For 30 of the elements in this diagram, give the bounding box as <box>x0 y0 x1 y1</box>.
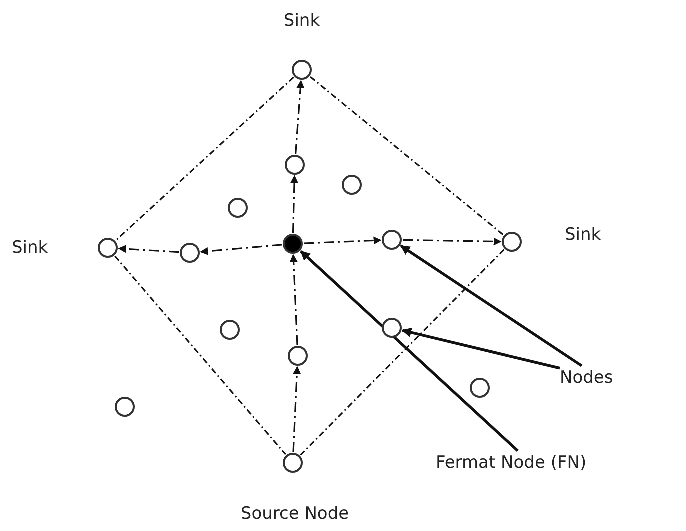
node-label: Nodes <box>560 367 614 389</box>
node-label: Sink <box>282 10 322 32</box>
dashed-arrow <box>290 175 299 234</box>
dashed-line <box>116 76 294 242</box>
leader-arrow <box>402 328 560 370</box>
node-circle <box>180 243 200 263</box>
dashed-arrow <box>304 236 382 245</box>
dashed-arrow <box>118 245 180 254</box>
node-label: Sink <box>565 224 602 246</box>
node-circle <box>228 198 248 218</box>
node-circle <box>285 155 305 175</box>
filled-node-circle <box>283 234 303 254</box>
node-circle <box>220 320 240 340</box>
node-circle <box>115 397 135 417</box>
node-circle <box>342 175 362 195</box>
dashed-arrow <box>292 366 302 452</box>
dashed-arrow <box>402 238 502 246</box>
node-circle <box>470 378 490 398</box>
node-circle <box>288 346 308 366</box>
dashed-arrow <box>200 244 282 256</box>
dashed-line <box>114 256 286 456</box>
leader-arrow <box>400 244 583 368</box>
node-label: Sink <box>12 237 48 259</box>
node-circle <box>382 318 402 338</box>
dashed-arrow <box>290 254 298 346</box>
dashed-arrow <box>295 80 305 154</box>
node-label: Source Node <box>240 503 350 525</box>
node-circle <box>382 230 402 250</box>
dashed-line <box>310 76 504 236</box>
node-label: Fermat Node (FN) <box>436 452 587 474</box>
